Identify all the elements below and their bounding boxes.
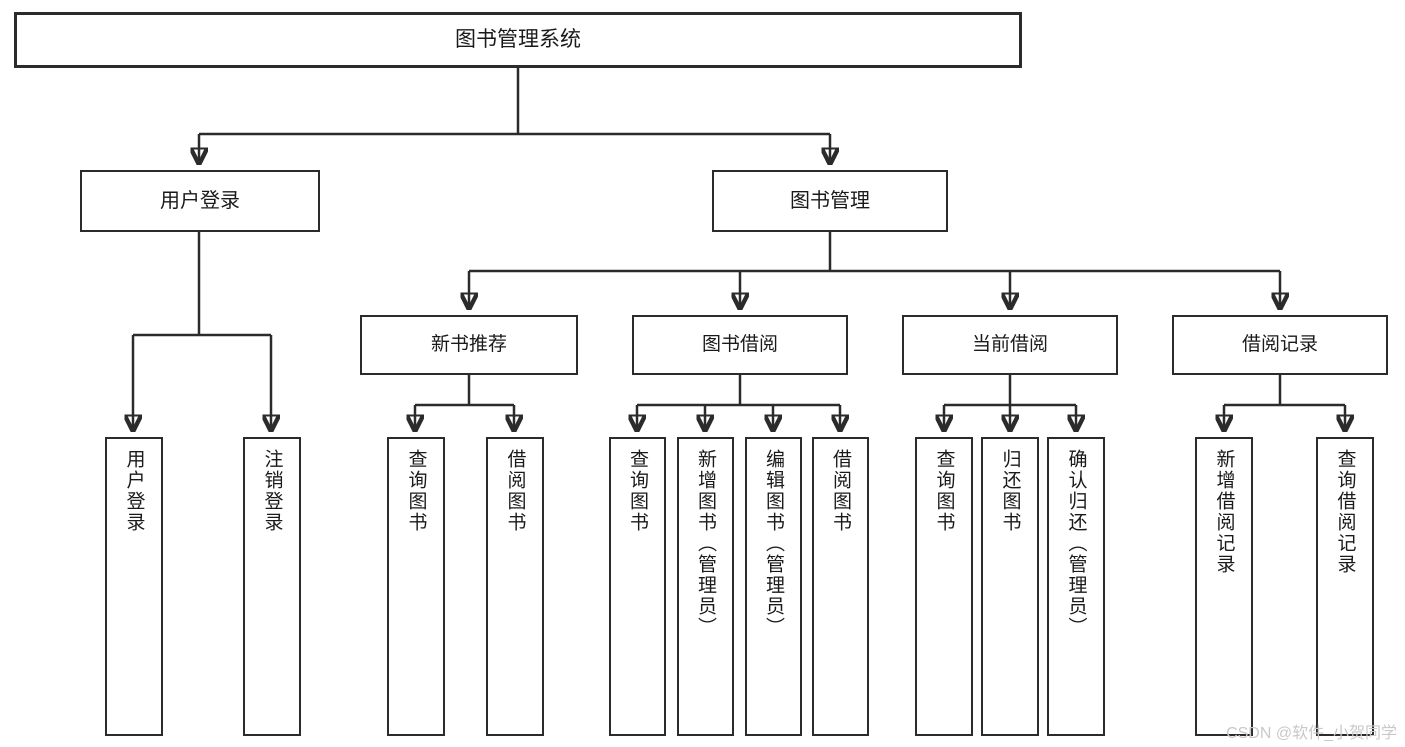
leaf-new-book-borrow-label: 借阅图书: [504, 449, 526, 533]
leaf-new-book-query-label: 查询图书: [405, 449, 427, 533]
leaf-borrow-record-add[interactable]: 新增借阅记录: [1195, 437, 1253, 736]
leaf-user-login-login-label: 用户登录: [123, 449, 145, 533]
leaf-current-borrow-return[interactable]: 归还图书: [981, 437, 1039, 736]
leaf-current-borrow-confirm-label: 确认归还（管理员）: [1065, 449, 1087, 638]
node-user-login-label: 用户登录: [160, 189, 240, 212]
leaf-user-login-logout[interactable]: 注销登录: [243, 437, 301, 736]
leaf-borrow-record-query[interactable]: 查询借阅记录: [1316, 437, 1374, 736]
node-root-system-label: 图书管理系统: [455, 27, 581, 51]
leaf-book-borrow-edit[interactable]: 编辑图书（管理员）: [745, 437, 802, 736]
node-book-manage[interactable]: 图书管理: [712, 170, 948, 232]
leaf-user-login-login[interactable]: 用户登录: [105, 437, 163, 736]
leaf-book-borrow-add-label: 新增图书（管理员）: [695, 449, 716, 638]
leaf-new-book-borrow[interactable]: 借阅图书: [486, 437, 544, 736]
leaf-borrow-record-add-label: 新增借阅记录: [1213, 449, 1235, 575]
leaf-book-borrow-query[interactable]: 查询图书: [609, 437, 666, 736]
leaf-book-borrow-borrow[interactable]: 借阅图书: [812, 437, 869, 736]
node-new-book-recommend-label: 新书推荐: [430, 334, 507, 356]
leaf-current-borrow-query-label: 查询图书: [933, 449, 955, 533]
node-new-book-recommend[interactable]: 新书推荐: [360, 315, 578, 375]
node-user-login[interactable]: 用户登录: [80, 170, 320, 232]
leaf-book-borrow-query-label: 查询图书: [627, 449, 648, 533]
node-book-borrow-label: 图书借阅: [701, 334, 778, 356]
leaf-book-borrow-borrow-label: 借阅图书: [830, 449, 851, 533]
node-borrow-record[interactable]: 借阅记录: [1172, 315, 1388, 375]
leaf-current-borrow-query[interactable]: 查询图书: [915, 437, 973, 736]
leaf-current-borrow-confirm[interactable]: 确认归还（管理员）: [1047, 437, 1105, 736]
node-root-system[interactable]: 图书管理系统: [14, 12, 1022, 68]
node-book-manage-label: 图书管理: [790, 189, 870, 212]
node-current-borrow[interactable]: 当前借阅: [902, 315, 1118, 375]
leaf-book-borrow-edit-label: 编辑图书（管理员）: [763, 449, 784, 638]
node-borrow-record-label: 借阅记录: [1241, 334, 1318, 356]
node-current-borrow-label: 当前借阅: [971, 334, 1048, 356]
csdn-watermark: CSDN @软件_小贺同学: [1226, 725, 1397, 742]
leaf-current-borrow-return-label: 归还图书: [999, 449, 1021, 533]
leaf-borrow-record-query-label: 查询借阅记录: [1334, 449, 1356, 575]
leaf-user-login-logout-label: 注销登录: [261, 449, 283, 533]
node-book-borrow[interactable]: 图书借阅: [632, 315, 848, 375]
leaf-new-book-query[interactable]: 查询图书: [387, 437, 445, 736]
leaf-book-borrow-add[interactable]: 新增图书（管理员）: [677, 437, 734, 736]
